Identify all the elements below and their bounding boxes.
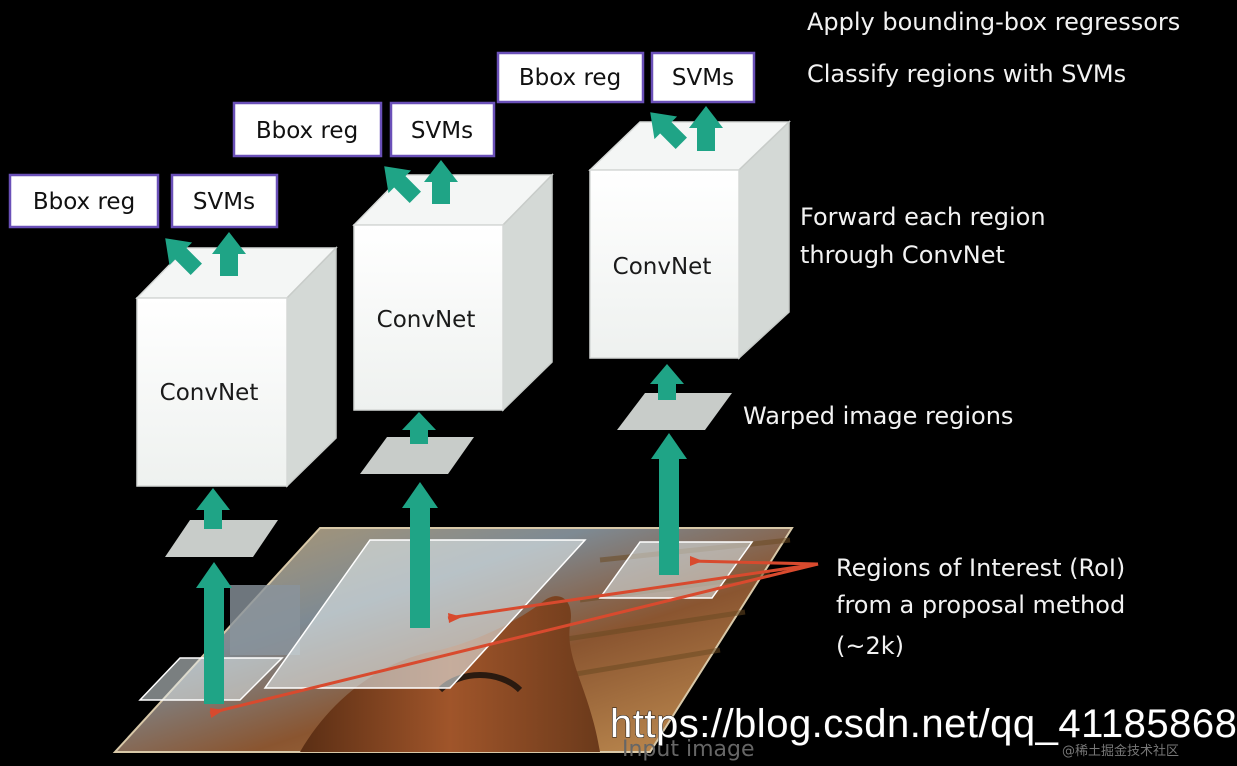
annotation-roi-line1: Regions of Interest (RoI) (836, 554, 1125, 582)
svm-box-3: SVMs (650, 51, 756, 104)
cube-2-front (353, 224, 504, 411)
bbox-reg-label-1: Bbox reg (33, 189, 135, 215)
cube-1-front (136, 297, 288, 487)
annotation-classify-svms: Classify regions with SVMs (807, 60, 1126, 88)
roi-pointer-lines (209, 556, 819, 718)
arrow-roi-to-warp-2 (402, 482, 438, 628)
svm-box-2: SVMs (389, 101, 496, 158)
arrow-roi-to-warp-3 (651, 433, 687, 575)
roi-pointer-center-head (448, 613, 462, 623)
convnet-cube-1: ConvNet (135, 246, 338, 488)
bbox-reg-box-2: Bbox reg (232, 101, 383, 158)
arrow-bbox-2 (384, 166, 421, 203)
annotation-roi-line3: (~2k) (836, 632, 904, 660)
annotation-forward-line1: Forward each region (800, 203, 1046, 231)
arrow-bbox-1 (165, 238, 202, 275)
bbox-reg-label-3: Bbox reg (519, 65, 621, 91)
input-image-caption: Input image (622, 737, 755, 762)
watermark-url: https://blog.csdn.net/qq_41185868 (609, 702, 1237, 747)
convnet-label-3: ConvNet (613, 254, 712, 280)
annotation-forward-line2: through ConvNet (800, 241, 1005, 269)
cube-3-front (589, 169, 740, 359)
convnet-label-2: ConvNet (377, 307, 476, 333)
annotation-warped: Warped image regions (743, 402, 1013, 430)
convnet-cube-2: ConvNet (352, 173, 554, 412)
svm-label-1: SVMs (193, 189, 255, 215)
svm-label-3: SVMs (672, 65, 734, 91)
annotation-bbox-regressors: Apply bounding-box regressors (807, 8, 1180, 36)
arrow-svm-3 (689, 106, 723, 151)
roi-pointer-right-head (690, 556, 703, 566)
arrow-svm-2 (424, 160, 458, 204)
watermark-site: @稀土掘金技术社区 (1062, 744, 1180, 759)
convnet-cube-3: ConvNet (588, 120, 791, 360)
convnet-label-1: ConvNet (160, 380, 259, 406)
bbox-reg-box-1: Bbox reg (8, 173, 160, 229)
roi-pointer-left-head (210, 708, 224, 718)
annotation-roi-line2: from a proposal method (836, 591, 1125, 619)
arrow-roi-to-warp-1 (196, 562, 232, 704)
background-building (230, 585, 300, 655)
warped-region-3 (617, 393, 732, 430)
svm-box-1: SVMs (170, 173, 279, 229)
roi-pointer-left (209, 562, 819, 715)
bbox-reg-label-2: Bbox reg (256, 118, 358, 144)
warped-region-1 (165, 520, 278, 557)
warped-region-2 (360, 437, 474, 474)
arrow-warp-to-net-3 (650, 364, 684, 400)
bbox-reg-box-3: Bbox reg (496, 51, 645, 104)
arrow-bbox-3 (650, 112, 687, 149)
arrow-svm-1 (212, 232, 246, 276)
arrow-warp-to-net-2 (402, 412, 436, 444)
svm-label-2: SVMs (411, 118, 473, 144)
arrow-warp-to-net-1 (196, 488, 230, 529)
roi-pointer-center (447, 562, 819, 620)
roi-pointer-right (689, 559, 819, 566)
